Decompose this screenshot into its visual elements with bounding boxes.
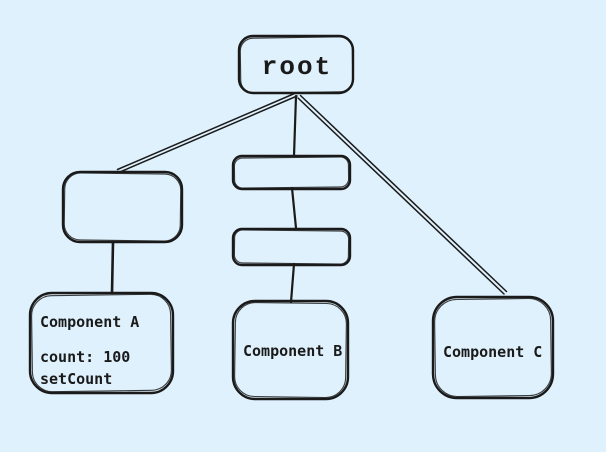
wrapper-middle-top-box-sketch-stroke (233, 156, 350, 189)
wrapper-left-box-sketch-stroke (63, 172, 182, 242)
node-component-a[interactable]: Component A count: 100 setCount (28, 291, 175, 395)
edge-root-to-wrapper-left (116, 92, 298, 173)
edge-root-to-component-c (297, 94, 508, 295)
wrapper-middle-top-box[interactable] (231, 154, 352, 191)
component-b-box-sketch-stroke (234, 301, 347, 399)
component-c-label: Component C (443, 343, 542, 361)
edges (110, 92, 508, 304)
node-root[interactable]: root (237, 34, 355, 95)
component-b-label: Component B (243, 342, 342, 360)
wrapper-middle-bottom-box[interactable] (231, 227, 352, 267)
component-a-state-count: count: 100 (40, 348, 130, 366)
node-wrapper-left[interactable] (61, 170, 184, 244)
edge-wrapper-middle-bottom-to-component-b (289, 262, 296, 304)
component-a-box[interactable] (28, 291, 175, 395)
edge-wrapper-left-to-component-a (110, 240, 115, 295)
component-a-state-setcount: setCount (40, 370, 112, 388)
component-b-box[interactable] (231, 299, 350, 401)
node-component-b[interactable]: Component B (231, 299, 350, 401)
node-component-c[interactable]: Component C (431, 295, 555, 400)
node-wrapper-middle-bottom[interactable] (231, 227, 352, 267)
wrapper-left-box[interactable] (61, 170, 184, 244)
root-box-sketch-stroke (239, 36, 354, 94)
component-a-label: Component A (40, 313, 139, 331)
edge-wrapper-middle-top-to-bottom (290, 186, 298, 230)
edge-root-to-wrapper-middle-top (292, 94, 298, 158)
node-wrapper-middle-top[interactable] (231, 154, 352, 191)
component-a-box-sketch-stroke (31, 293, 172, 393)
component-c-box-sketch-stroke (434, 297, 552, 398)
component-c-box[interactable] (431, 295, 555, 400)
wrapper-middle-bottom-box-sketch-stroke (233, 229, 350, 265)
root-label: root (262, 52, 332, 82)
